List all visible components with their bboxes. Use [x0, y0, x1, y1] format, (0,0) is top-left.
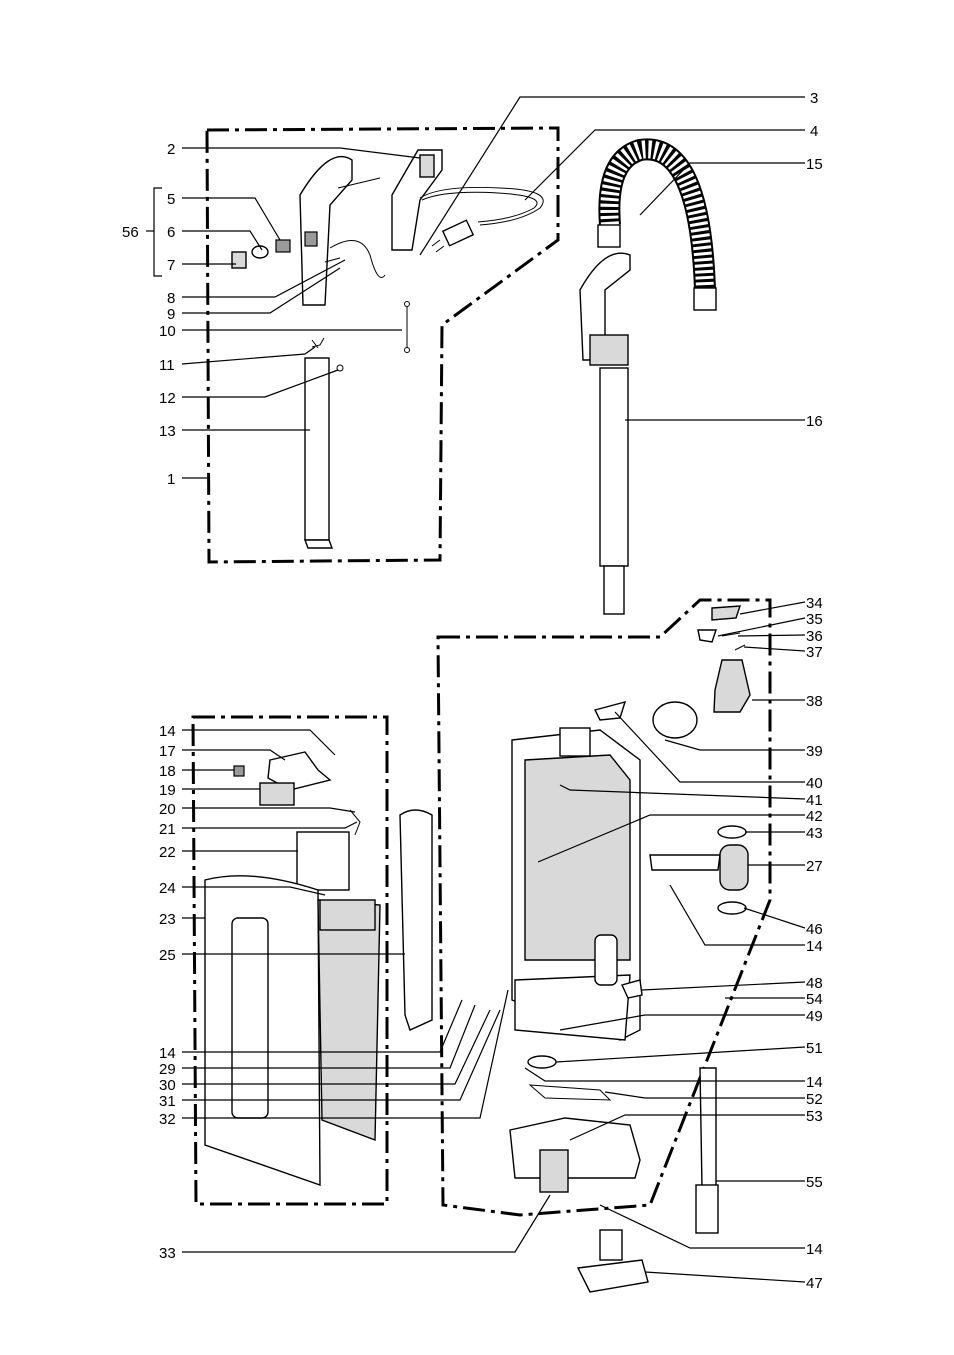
callout-8: 8 — [167, 290, 175, 307]
callout-36: 36 — [806, 628, 823, 645]
callout-14-a: 14 — [806, 938, 823, 955]
callout-14-e: 14 — [159, 1045, 176, 1062]
callout-37: 37 — [806, 644, 823, 661]
callout-14-b: 14 — [806, 1074, 823, 1091]
callout-15: 15 — [806, 156, 823, 173]
callout-40: 40 — [806, 775, 823, 792]
callout-29: 29 — [159, 1061, 176, 1078]
callout-42: 42 — [806, 808, 823, 825]
callout-17: 17 — [159, 743, 176, 760]
flexible-hose — [598, 149, 716, 310]
base-tray — [510, 1056, 640, 1192]
callout-6: 6 — [167, 224, 175, 241]
callout-27: 27 — [806, 858, 823, 875]
callout-51: 51 — [806, 1040, 823, 1057]
callout-4: 4 — [810, 123, 818, 140]
callout-11: 11 — [159, 357, 175, 374]
callout-34: 34 — [806, 595, 823, 612]
callout-14-c: 14 — [806, 1241, 823, 1258]
callout-18: 18 — [159, 763, 176, 780]
callout-52: 52 — [806, 1091, 823, 1108]
callout-13: 13 — [159, 423, 176, 440]
callout-21: 21 — [159, 821, 176, 838]
hose-wand — [580, 253, 630, 614]
callout-3: 3 — [810, 90, 818, 107]
callout-14-d: 14 — [159, 723, 176, 740]
handle-grip — [300, 150, 442, 305]
callout-10: 10 — [159, 323, 176, 340]
handle-tube — [305, 302, 410, 549]
callout-23: 23 — [159, 911, 176, 928]
callout-9: 9 — [167, 306, 175, 323]
callout-32: 32 — [159, 1111, 176, 1128]
power-cord — [420, 187, 543, 252]
callout-35: 35 — [806, 611, 823, 628]
callout-48: 48 — [806, 975, 823, 992]
callout-25: 25 — [159, 947, 176, 964]
dust-bag-tube — [400, 810, 432, 1030]
callout-55: 55 — [806, 1174, 823, 1191]
callout-33: 33 — [159, 1245, 176, 1262]
callout-43: 43 — [806, 825, 823, 842]
callout-47: 47 — [806, 1275, 823, 1292]
callout-46: 46 — [806, 921, 823, 938]
callout-54: 54 — [806, 991, 823, 1008]
callout-5: 5 — [167, 191, 175, 208]
cover-latch-parts — [234, 752, 360, 890]
upholstery-nozzle — [578, 1230, 648, 1292]
callout-1: 1 — [167, 471, 175, 488]
callout-22: 22 — [159, 844, 176, 861]
callout-19: 19 — [159, 782, 176, 799]
callout-20: 20 — [159, 801, 176, 818]
crevice-tool — [696, 1068, 718, 1233]
callout-38: 38 — [806, 693, 823, 710]
main-body-housing — [512, 728, 640, 1040]
callout-56: 56 — [122, 224, 139, 241]
callout-41: 41 — [806, 792, 823, 809]
callout-2: 2 — [167, 141, 175, 158]
callout-7: 7 — [167, 257, 175, 274]
callout-39: 39 — [806, 743, 823, 760]
callout-12: 12 — [159, 390, 176, 407]
front-cover — [205, 876, 380, 1185]
callout-16: 16 — [806, 413, 823, 430]
callout-49: 49 — [806, 1008, 823, 1025]
callout-31: 31 — [159, 1093, 176, 1110]
callout-30: 30 — [159, 1077, 176, 1094]
callout-24: 24 — [159, 880, 176, 897]
callout-53: 53 — [806, 1108, 823, 1125]
